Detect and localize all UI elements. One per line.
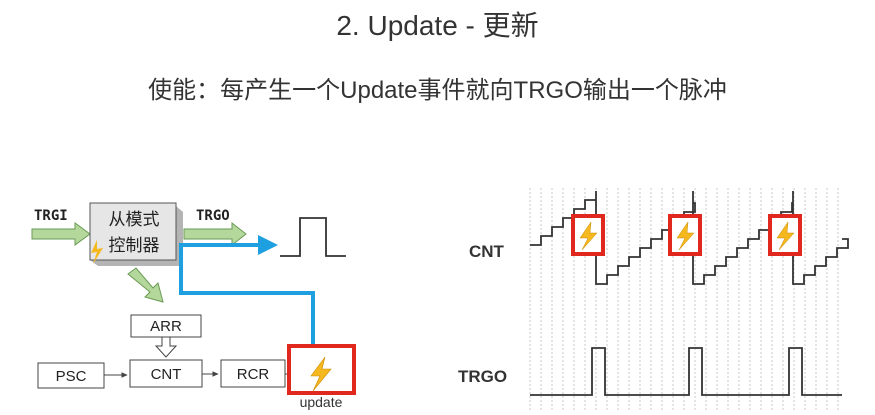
cnt-label: CNT	[151, 366, 182, 383]
arr-label: ARR	[150, 318, 182, 335]
slave-controller-label-line1: 从模式	[109, 210, 160, 230]
slave-controller-label-line2: 控制器	[109, 236, 160, 256]
update-signal-line	[179, 235, 315, 352]
cnt-register	[129, 359, 203, 388]
trgo-label: TRGO	[196, 208, 230, 224]
trgi-label: TRGI	[34, 208, 68, 224]
update-lightning-icon	[310, 356, 332, 392]
psc-label: PSC	[56, 368, 87, 385]
slave-mode-controller: 从模式 控制器	[89, 202, 183, 266]
pulse-icon	[280, 217, 346, 257]
block-diagram: TRGI 从模式 控制器 TRGO ARR PSC CNT	[31, 202, 356, 410]
trgi-arrow	[31, 222, 91, 246]
update-event-marker	[668, 214, 702, 256]
update-event-marker	[571, 214, 605, 256]
trgo-waveform	[530, 347, 842, 396]
slave-output-arrow	[127, 267, 164, 303]
update-event-marker	[768, 214, 802, 256]
cnt-waveform	[530, 191, 849, 285]
update-label: update	[300, 394, 343, 410]
lightning-icon	[579, 221, 598, 251]
lightning-icon	[676, 221, 695, 251]
trgo-arrow	[183, 221, 247, 247]
page-title: 2. Update - 更新	[336, 10, 539, 41]
page-subtitle: 使能：每产生一个Update事件就向TRGO输出一个脉冲	[148, 77, 727, 104]
lightning-icon	[91, 240, 103, 264]
timing-diagram: CNT TRGO	[458, 188, 849, 410]
arr-to-cnt-arrow	[154, 336, 178, 358]
cnt-waveform-label: CNT	[469, 242, 505, 261]
rcr-label: RCR	[237, 366, 270, 383]
trgo-waveform-label: TRGO	[458, 367, 507, 386]
lightning-icon	[776, 221, 795, 251]
